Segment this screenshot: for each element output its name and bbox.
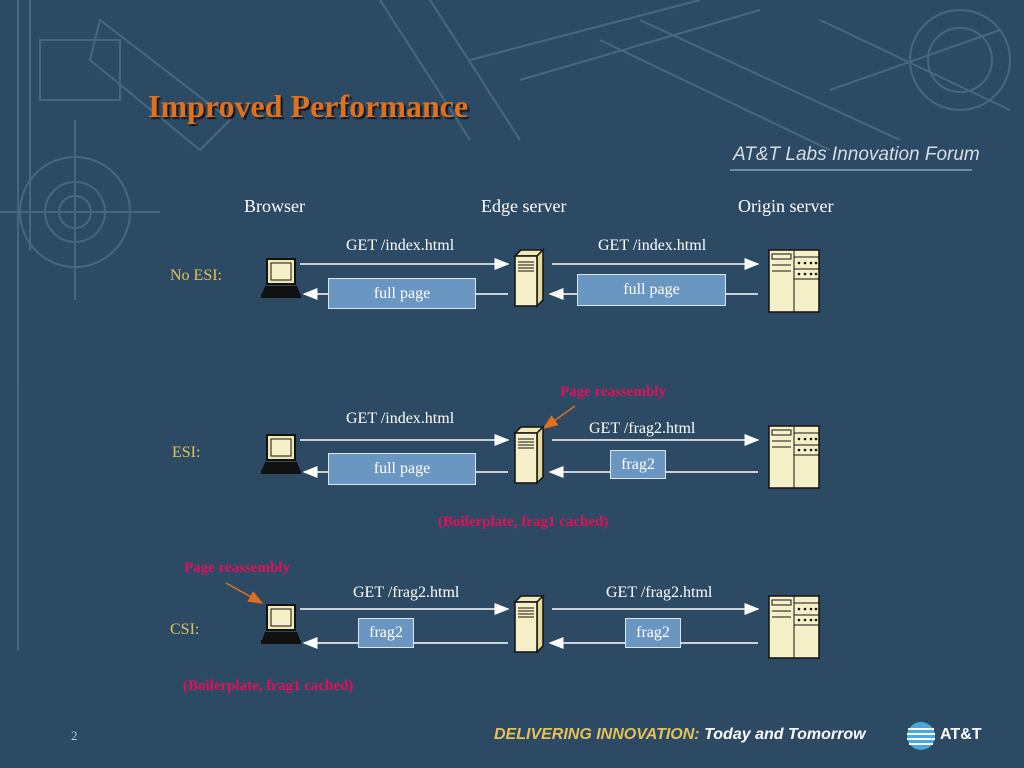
esi-cached-note: (Boilerplate, frag1 cached)	[438, 514, 609, 530]
esi-reassembly-note: Page reassembly	[560, 384, 666, 400]
csi-cached-note: (Boilerplate, frag1 cached)	[183, 678, 354, 694]
origin-server-heading: Origin server	[738, 196, 834, 216]
esi-request-left-label: GET /index.html	[346, 410, 455, 427]
no-esi-response-right-box: full page	[577, 274, 726, 306]
edge-server-heading: Edge server	[481, 196, 567, 216]
origin-server-icon	[768, 595, 820, 659]
csi-reassembly-note: Page reassembly	[184, 560, 290, 576]
origin-server-icon	[768, 249, 820, 313]
slide-title: Improved Performance	[148, 88, 469, 124]
footer-tagline-main: DELIVERING INNOVATION:	[494, 726, 700, 743]
csi-response-right-box: frag2	[625, 618, 681, 648]
esi-response-left-box: full page	[328, 453, 476, 485]
esi-label: ESI:	[172, 444, 201, 461]
page-number: 2	[71, 728, 78, 743]
footer-tagline-tail: Today and Tomorrow	[704, 726, 866, 743]
csi-reassembly-pointer	[225, 582, 264, 604]
edge-server-icon	[513, 594, 545, 654]
esi-reassembly-pointer	[542, 405, 576, 429]
esi-response-right-box: frag2	[610, 450, 666, 479]
footer-tagline: DELIVERING INNOVATION: Today and Tomorro…	[494, 726, 866, 744]
origin-server-icon	[768, 425, 820, 489]
laptop-icon	[261, 258, 301, 298]
csi-request-left-label: GET /frag2.html	[353, 584, 460, 601]
att-globe-icon	[907, 722, 935, 750]
edge-server-icon	[513, 248, 545, 308]
csi-response-left-box: frag2	[358, 618, 414, 648]
no-esi-request-left-label: GET /index.html	[346, 237, 455, 254]
forum-header: AT&T Labs Innovation Forum	[733, 144, 980, 165]
esi-request-right-label: GET /frag2.html	[589, 420, 696, 437]
edge-server-icon	[513, 425, 545, 485]
laptop-icon	[261, 604, 301, 644]
browser-heading: Browser	[244, 196, 305, 216]
no-esi-request-right-label: GET /index.html	[598, 237, 707, 254]
no-esi-response-left-box: full page	[328, 278, 476, 309]
csi-label: CSI:	[170, 621, 200, 638]
att-logo-text: AT&T	[940, 726, 982, 743]
laptop-icon	[261, 434, 301, 474]
csi-request-right-label: GET /frag2.html	[606, 584, 713, 601]
no-esi-label: No ESI:	[170, 267, 222, 284]
